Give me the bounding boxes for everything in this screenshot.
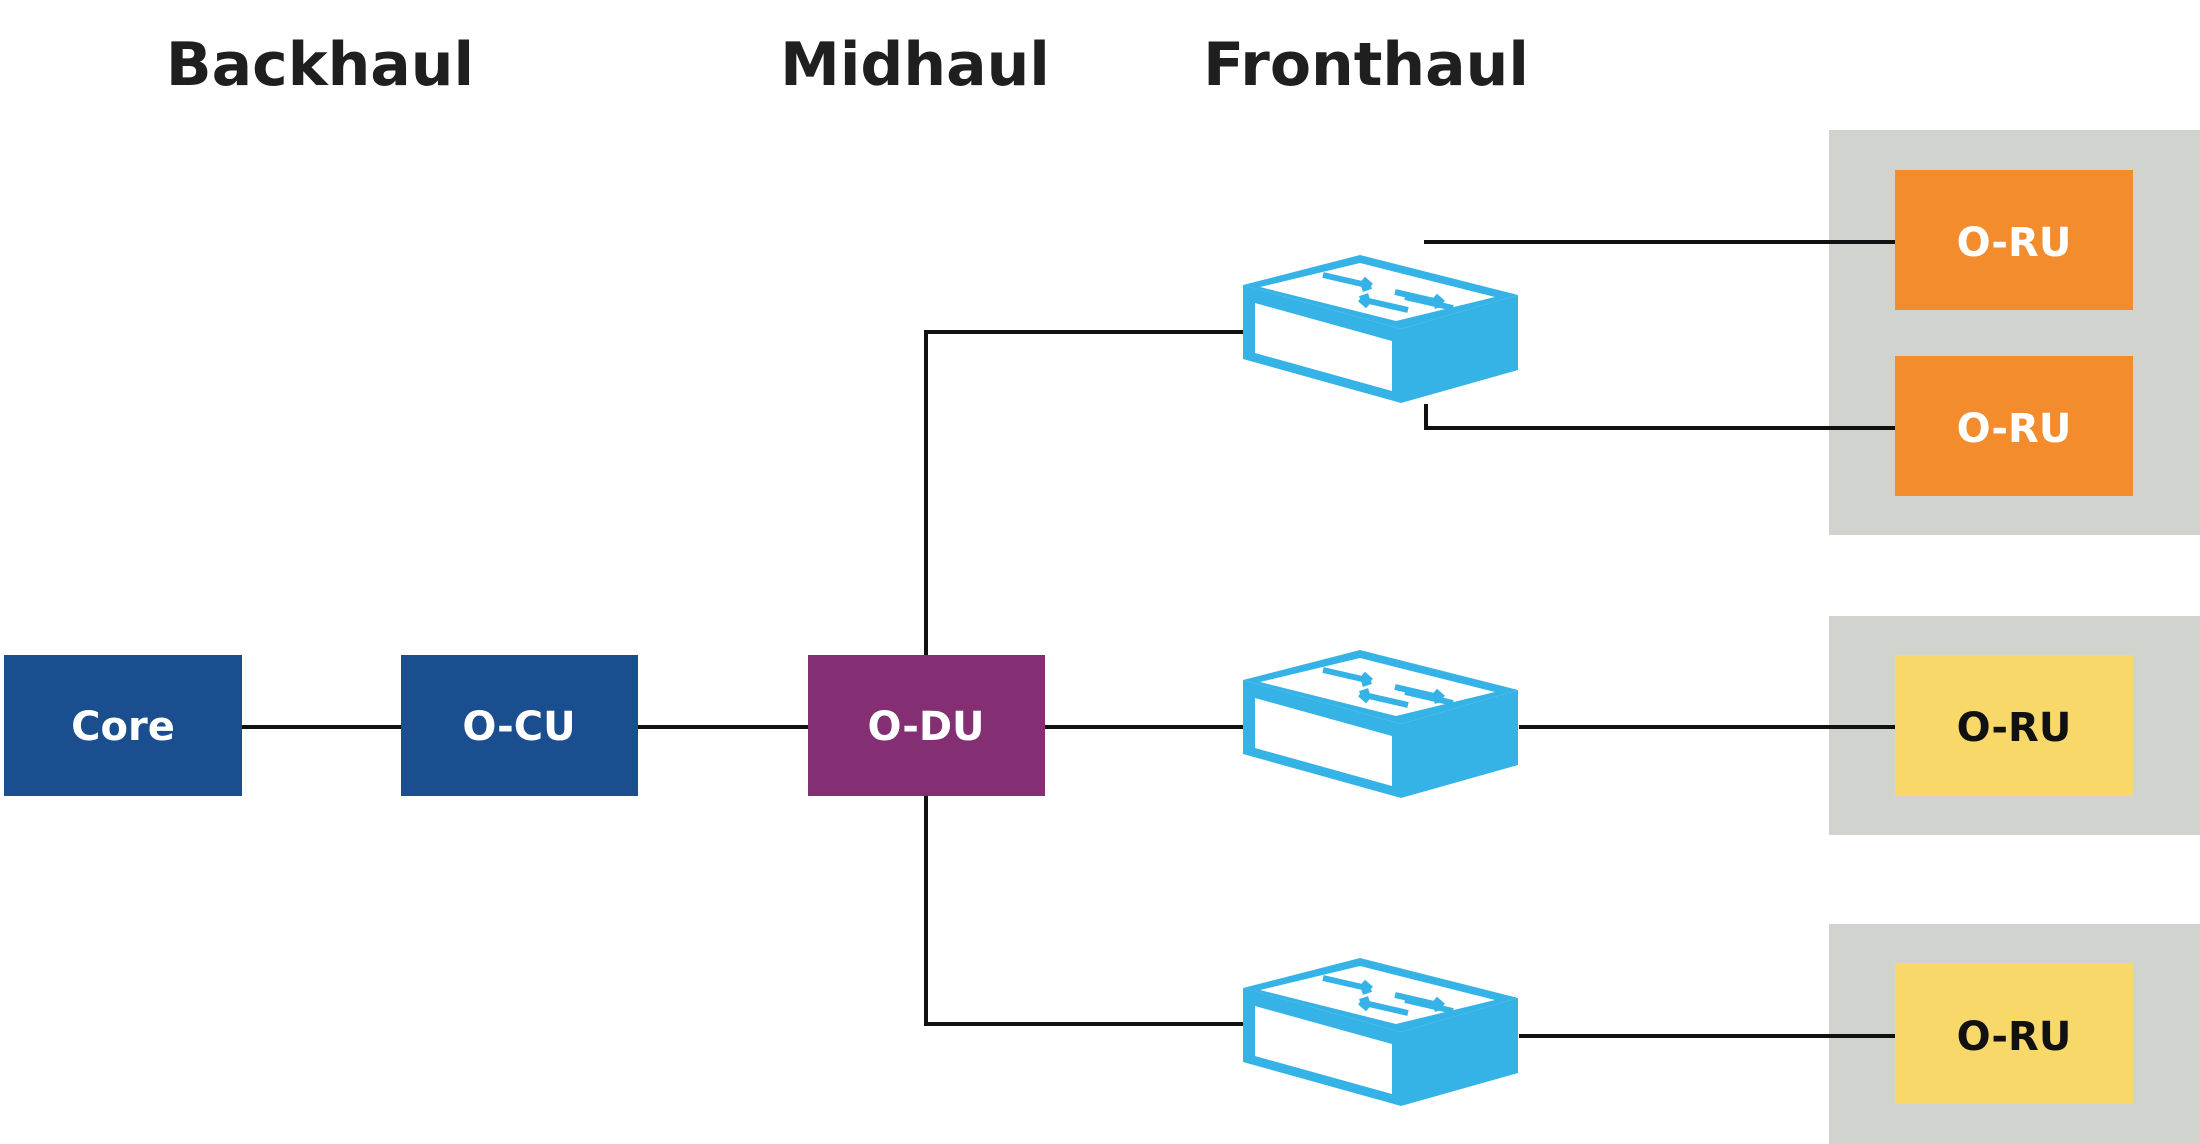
network-switch-icon[interactable]: [1243, 255, 1518, 403]
network-switch-icon[interactable]: [1243, 650, 1518, 798]
node-odu[interactable]: O-DU: [808, 655, 1045, 796]
node-oru-1[interactable]: O-RU: [1895, 170, 2133, 310]
link-odu-switch-1: [924, 330, 1243, 655]
link-odu-switch-3: [924, 795, 1243, 1026]
network-switch-icon[interactable]: [1243, 958, 1518, 1106]
node-oru-1-label: O-RU: [1957, 220, 2072, 266]
node-ocu[interactable]: O-CU: [401, 655, 638, 796]
link-switch-1-oru-2: [1424, 404, 1895, 430]
node-oru-2[interactable]: O-RU: [1895, 356, 2133, 496]
links: [242, 240, 1895, 1038]
heading-backhaul: Backhaul: [166, 30, 474, 100]
node-oru-2-label: O-RU: [1957, 406, 2072, 452]
node-core-label: Core: [71, 704, 175, 750]
node-oru-3[interactable]: O-RU: [1895, 655, 2133, 796]
node-core[interactable]: Core: [4, 655, 242, 796]
node-ocu-label: O-CU: [462, 704, 575, 750]
heading-midhaul: Midhaul: [780, 30, 1050, 100]
node-oru-4[interactable]: O-RU: [1895, 963, 2133, 1104]
link-switch-1-oru-1: [1424, 240, 1895, 244]
node-odu-label: O-DU: [867, 704, 984, 750]
node-oru-4-label: O-RU: [1957, 1014, 2072, 1060]
heading-fronthaul: Fronthaul: [1203, 30, 1529, 100]
node-oru-3-label: O-RU: [1957, 705, 2072, 751]
